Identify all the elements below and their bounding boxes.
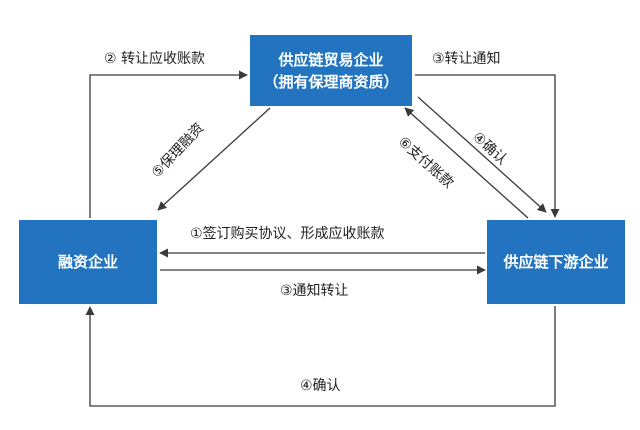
node-trade-subtitle: （拥有保理商资质）	[263, 72, 399, 91]
edge-transfer-receivables	[89, 70, 248, 218]
node-trade-title: 供应链贸易企业	[278, 50, 384, 69]
label-transfer-receivables: ② 转让应收账款	[104, 51, 206, 67]
node-downstream-label: 供应链下游企业	[503, 253, 609, 271]
edge-confirm-top	[417, 96, 547, 213]
edge-transfer-notice	[415, 74, 560, 218]
label-transfer-notice: ③转让通知	[432, 51, 501, 67]
label-sign-agreement: ①签订购买协议、形成应收账款	[190, 226, 385, 242]
edge-factoring-financing	[157, 107, 271, 211]
label-confirm-bottom: ④确认	[300, 378, 341, 394]
node-financing-company: 融资企业	[19, 220, 157, 304]
node-supply-chain-trade-company: 供应链贸易企业 （拥有保理商资质）	[250, 35, 412, 106]
edge-confirm-bottom	[85, 306, 556, 407]
node-financing-label: 融资企业	[57, 253, 118, 271]
edge-pay-account	[404, 107, 529, 219]
node-downstream-company: 供应链下游企业	[487, 220, 625, 304]
label-notify-transfer: ③通知转让	[280, 283, 349, 299]
